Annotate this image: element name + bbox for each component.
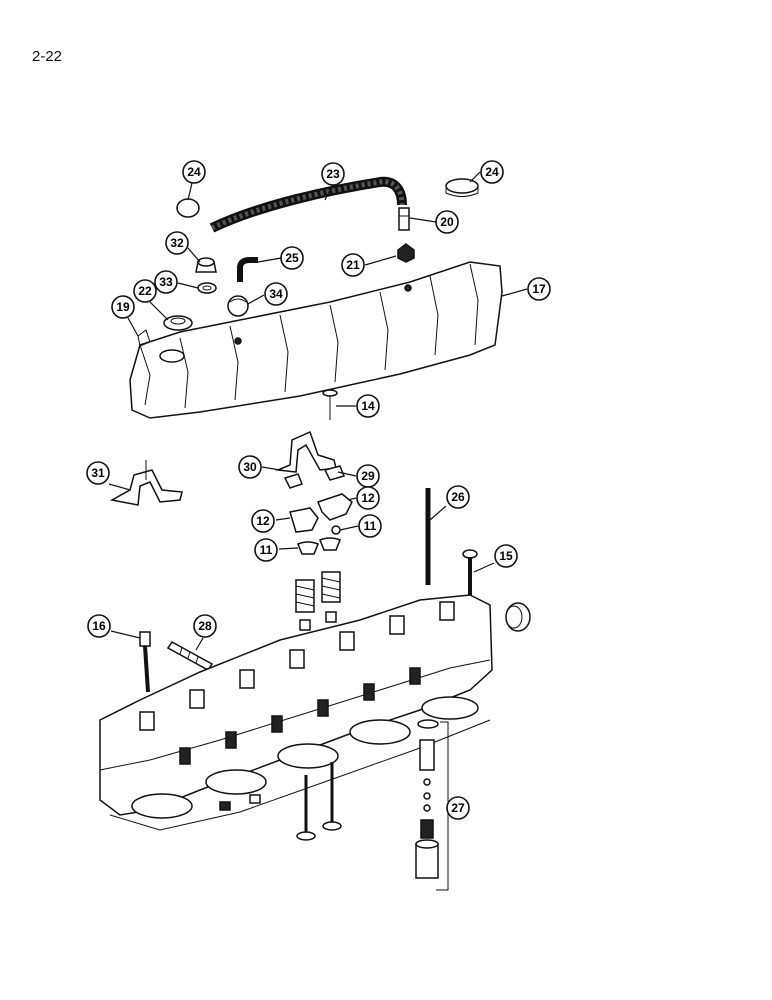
page-number: 2-22 (32, 48, 63, 65)
ball-34 (227, 295, 249, 317)
oil-cap-22 (163, 315, 193, 331)
expansion-plug (505, 602, 531, 632)
callout-23: 23 (321, 162, 345, 186)
callout-28: 28 (193, 614, 217, 638)
svg-text:29: 29 (361, 469, 375, 483)
callout-21: 21 (341, 253, 365, 277)
valves (219, 762, 342, 841)
tappet-stack-27 (415, 719, 449, 891)
svg-text:28: 28 (198, 619, 212, 633)
svg-text:30: 30 (243, 460, 257, 474)
svg-text:27: 27 (451, 801, 465, 815)
breather-hose (209, 176, 407, 233)
svg-text:26: 26 (451, 490, 465, 504)
clip-19 (137, 329, 151, 347)
svg-text:25: 25 (285, 251, 299, 265)
callout-12-right: 12 (356, 486, 380, 510)
bolt-14 (322, 389, 338, 420)
callout-34: 34 (264, 282, 288, 306)
rocker-cover (129, 261, 503, 419)
bracket-31 (109, 460, 183, 506)
callout-14: 14 (356, 394, 380, 418)
stud-16 (139, 631, 151, 693)
svg-text:22: 22 (138, 284, 152, 298)
valve-springs (295, 571, 341, 631)
callout-32: 32 (165, 231, 189, 255)
svg-text:21: 21 (346, 258, 360, 272)
leader-lines (108, 171, 528, 809)
svg-text:11: 11 (260, 543, 273, 557)
callout-31: 31 (86, 461, 110, 485)
callout-25: 25 (280, 246, 304, 270)
cylinder-head (99, 594, 493, 831)
callout-11-right: 11 (358, 514, 382, 538)
callout-30: 30 (238, 455, 262, 479)
svg-text:16: 16 (92, 619, 106, 633)
svg-text:12: 12 (256, 514, 270, 528)
callout-16: 16 (87, 614, 111, 638)
svg-text:20: 20 (440, 215, 454, 229)
bracket-30 (275, 430, 337, 473)
callout-24-left: 24 (182, 160, 206, 184)
svg-text:15: 15 (499, 549, 513, 563)
nut-21 (397, 243, 415, 263)
callout-17: 17 (527, 277, 551, 301)
callout-22: 22 (133, 279, 157, 303)
grommet-33 (197, 282, 217, 294)
elbow-25 (237, 257, 258, 282)
callout-24-right: 24 (480, 160, 504, 184)
svg-text:23: 23 (326, 167, 340, 181)
clamp-right (445, 178, 479, 197)
fitting-32 (195, 257, 217, 273)
svg-text:14: 14 (361, 399, 375, 413)
cap-left (176, 198, 200, 218)
callout-15: 15 (494, 544, 518, 568)
callout-33: 33 (154, 270, 178, 294)
callout-12-left: 12 (251, 509, 275, 533)
callout-20: 20 (435, 210, 459, 234)
svg-text:17: 17 (532, 282, 546, 296)
svg-text:32: 32 (170, 236, 184, 250)
svg-text:33: 33 (159, 275, 173, 289)
callout-27: 27 (446, 796, 470, 820)
callout-19: 19 (111, 295, 135, 319)
callout-26: 26 (446, 485, 470, 509)
stud-28 (166, 641, 214, 671)
svg-text:12: 12 (361, 491, 375, 505)
svg-text:24: 24 (187, 165, 201, 179)
callout-11-left: 11 (254, 538, 278, 562)
svg-text:31: 31 (91, 466, 105, 480)
svg-text:24: 24 (485, 165, 499, 179)
svg-text:11: 11 (364, 519, 377, 533)
rocker-parts (283, 465, 353, 555)
svg-text:19: 19 (116, 300, 130, 314)
hose-connector (398, 207, 410, 231)
callout-29: 29 (356, 464, 380, 488)
svg-text:34: 34 (269, 287, 283, 301)
